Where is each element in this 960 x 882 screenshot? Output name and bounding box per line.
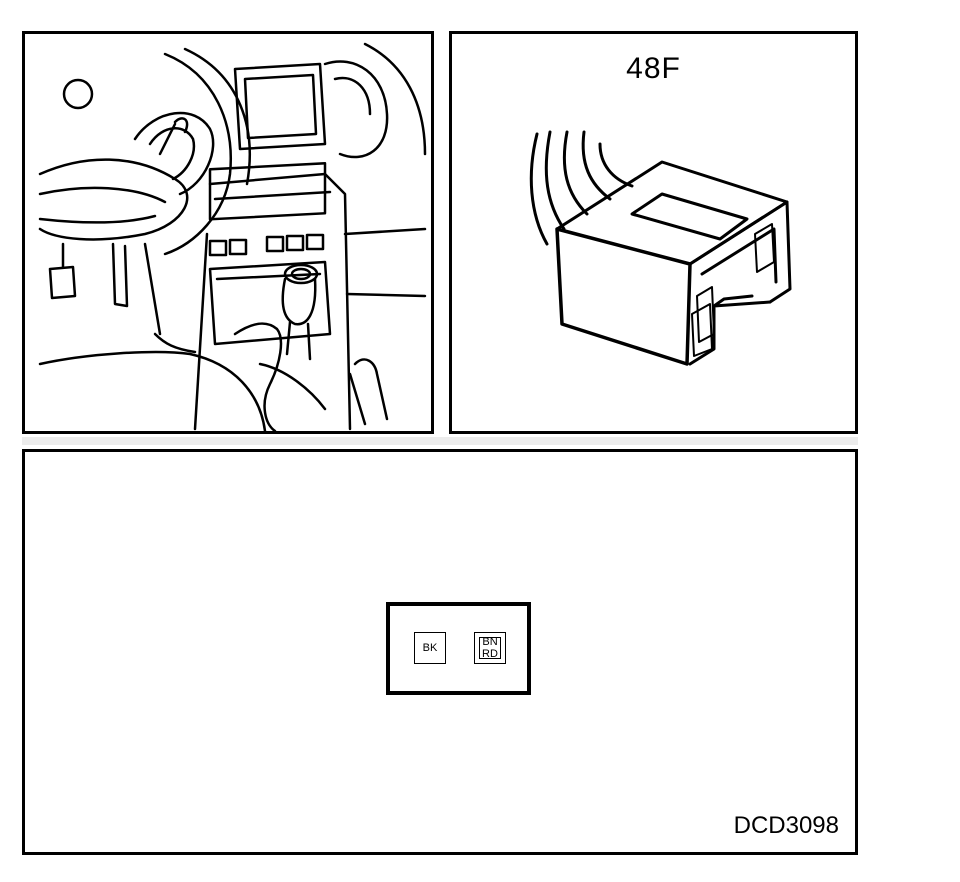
connector-label: 48F [626, 52, 681, 85]
panel-divider [22, 437, 858, 445]
connector-face: BK BN RD [386, 602, 531, 695]
pin-2-inner-frame: BN RD [479, 636, 501, 660]
pinout-panel: BK BN RD DCD3098 [22, 449, 858, 855]
pin-2-terminal: BN RD [474, 632, 506, 664]
interior-view-panel [22, 31, 434, 434]
connector-housing-icon [529, 130, 792, 366]
pin-2-wire-color-bottom: RD [482, 648, 498, 660]
pin-1-terminal: BK [414, 632, 446, 664]
connector-view-panel: 48F [449, 31, 858, 434]
figure-id: DCD3098 [733, 812, 839, 839]
car-interior-icon [38, 42, 427, 431]
pin-2-wire-color-top: BN [482, 636, 498, 648]
pin-1-wire-color: BK [422, 642, 438, 654]
